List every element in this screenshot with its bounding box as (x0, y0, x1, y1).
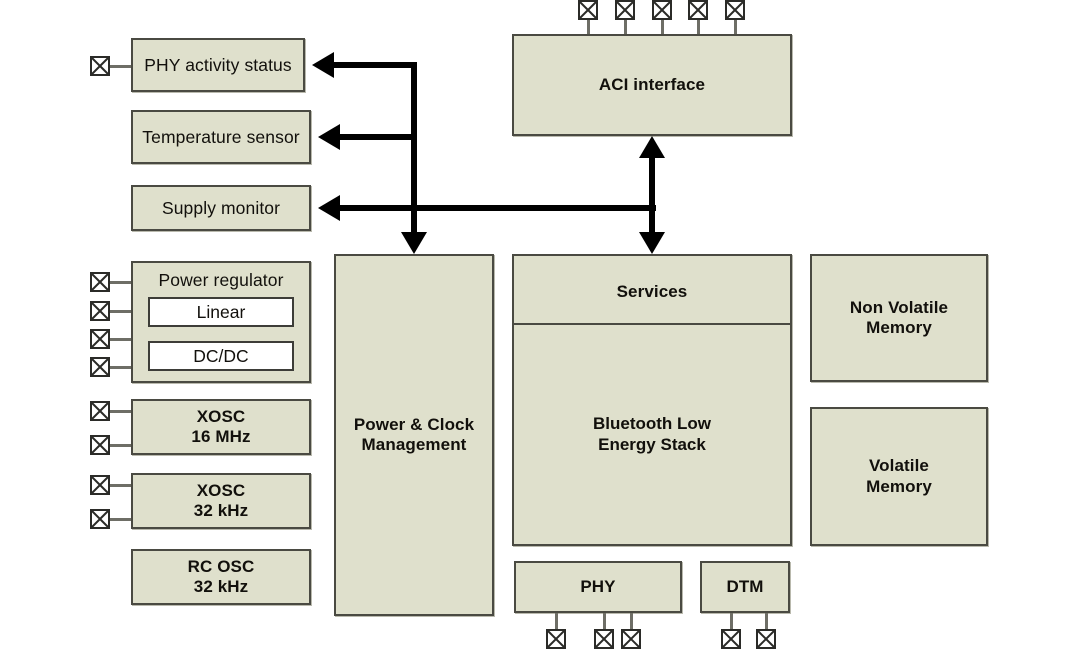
block-label-linear: Linear (196, 301, 246, 322)
crossed-pad-icon-xosc16-1 (90, 401, 110, 421)
block-label-ble-stack: Bluetooth Low Energy Stack (592, 414, 712, 454)
divider-services-ble (514, 323, 790, 325)
crossed-pad-icon-phy-activity (90, 56, 110, 76)
crossed-pad-icon-aci-4 (688, 0, 708, 20)
crossed-pad-icon-power-regulator-1 (90, 272, 110, 292)
block-label-supply-monitor: Supply monitor (161, 197, 281, 218)
block-temperature-sensor[interactable]: Temperature sensor (131, 110, 311, 164)
crossed-pad-icon-xosc32-1 (90, 475, 110, 495)
arrow-icon-to-supply-monitor (318, 195, 340, 221)
block-phy-activity-status[interactable]: PHY activity status (131, 38, 305, 92)
block-label-phy-activity-status: PHY activity status (144, 54, 292, 75)
pad-lead-dtm-2 (765, 613, 768, 631)
block-xosc-16mhz[interactable]: XOSC 16 MHz (131, 399, 311, 455)
block-label-xosc-32khz-line1: XOSC (196, 480, 246, 500)
pad-lead-power-regulator-3 (108, 338, 133, 341)
crossed-pad-icon-aci-1 (578, 0, 598, 20)
block-label-xosc-16mhz-line1: XOSC (196, 406, 246, 426)
block-label-phy: PHY (580, 576, 616, 596)
block-power-regulator-dcdc[interactable]: DC/DC (148, 341, 294, 371)
pad-lead-aci-2 (624, 18, 627, 36)
pad-lead-aci-4 (697, 18, 700, 36)
crossed-pad-icon-dtm-1 (721, 629, 741, 649)
arrow-icon-to-aci-interface (639, 136, 665, 158)
block-ble-stack[interactable]: Bluetooth Low Energy Stack (514, 325, 790, 544)
crossed-pad-icon-aci-2 (615, 0, 635, 20)
pad-lead-phy-3 (630, 613, 633, 631)
block-label-non-volatile-memory: Non Volatile Memory (849, 297, 949, 337)
crossed-pad-icon-power-regulator-4 (90, 357, 110, 377)
pad-lead-xosc16-2 (108, 444, 133, 447)
crossed-pad-icon-phy-3 (621, 629, 641, 649)
crossed-pad-icon-xosc16-2 (90, 435, 110, 455)
bus-segment-to-supply-monitor (340, 205, 656, 211)
block-label-volatile-memory: Volatile Memory (866, 456, 932, 496)
block-non-volatile-memory[interactable]: Non Volatile Memory (810, 254, 988, 382)
block-rc-osc-32khz[interactable]: RC OSC 32 kHz (131, 549, 311, 605)
bus-segment-to-phy-activity (334, 62, 417, 68)
block-label-power-clock-management: Power & Clock Management (353, 414, 475, 454)
pad-lead-phy-1 (555, 613, 558, 631)
crossed-pad-icon-dtm-2 (756, 629, 776, 649)
block-label-dtm: DTM (726, 576, 764, 596)
crossed-pad-icon-power-regulator-2 (90, 301, 110, 321)
arrow-icon-to-temperature-sensor (318, 124, 340, 150)
pad-lead-phy-2 (603, 613, 606, 631)
block-label-xosc-16mhz-line2: 16 MHz (191, 427, 251, 446)
block-power-clock-management[interactable]: Power & Clock Management (334, 254, 494, 616)
pad-lead-power-regulator-4 (108, 366, 133, 369)
pad-lead-xosc32-1 (108, 484, 133, 487)
block-label-temperature-sensor: Temperature sensor (142, 126, 300, 147)
pad-lead-aci-5 (734, 18, 737, 36)
crossed-pad-icon-phy-2 (594, 629, 614, 649)
crossed-pad-icon-aci-5 (725, 0, 745, 20)
bus-aci-services-vertical (649, 150, 655, 240)
block-label-xosc-32khz-line2: 32 kHz (193, 501, 249, 520)
crossed-pad-icon-aci-3 (652, 0, 672, 20)
pad-lead-xosc32-2 (108, 518, 133, 521)
pad-lead-dtm-1 (730, 613, 733, 631)
arrow-icon-to-phy-activity (312, 52, 334, 78)
block-volatile-memory[interactable]: Volatile Memory (810, 407, 988, 546)
block-label-dcdc: DC/DC (193, 345, 249, 366)
block-phy[interactable]: PHY (514, 561, 682, 613)
block-label-power-regulator: Power regulator (158, 270, 284, 290)
pad-lead-power-regulator-1 (108, 281, 133, 284)
bus-trunk-vertical (411, 62, 417, 234)
block-label-aci-interface: ACI interface (598, 74, 706, 94)
block-label-services: Services (616, 282, 688, 301)
pad-lead-xosc16-1 (108, 410, 133, 413)
block-supply-monitor[interactable]: Supply monitor (131, 185, 311, 231)
pad-lead-aci-3 (661, 18, 664, 36)
arrow-icon-to-power-clock-management (401, 232, 427, 254)
block-label-rc-osc-line1: RC OSC (187, 556, 255, 576)
bus-segment-to-temperature-sensor (340, 134, 417, 140)
pad-lead-phy-activity (108, 65, 133, 68)
crossed-pad-icon-phy-1 (546, 629, 566, 649)
block-power-regulator-linear[interactable]: Linear (148, 297, 294, 327)
arrow-icon-to-services (639, 232, 665, 254)
block-aci-interface[interactable]: ACI interface (512, 34, 792, 136)
pad-lead-power-regulator-2 (108, 310, 133, 313)
block-services-ble-container: Services (512, 254, 792, 546)
crossed-pad-icon-xosc32-2 (90, 509, 110, 529)
block-xosc-32khz[interactable]: XOSC 32 kHz (131, 473, 311, 529)
block-label-rc-osc-line2: 32 kHz (193, 577, 249, 596)
crossed-pad-icon-power-regulator-3 (90, 329, 110, 349)
pad-lead-aci-1 (587, 18, 590, 36)
block-dtm[interactable]: DTM (700, 561, 790, 613)
